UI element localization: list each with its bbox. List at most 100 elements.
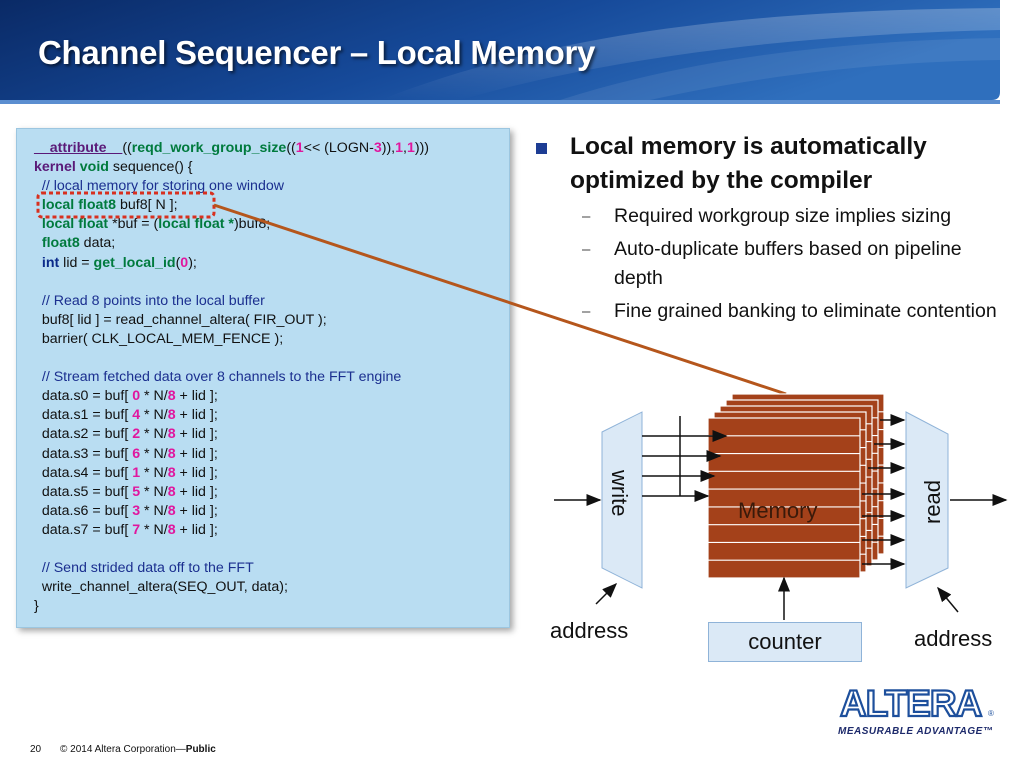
code-token: * N/ [140, 407, 168, 424]
page-number: 20 [30, 744, 42, 755]
code-token: 3 [373, 140, 382, 156]
code-line: data.s4 = buf[ 1 * N/8 + lid ]; [34, 464, 429, 483]
code-line: barrier( CLK_LOCAL_MEM_FENCE ); [34, 330, 429, 349]
code-token: float8 [78, 197, 117, 214]
code-token: float8 [41, 235, 80, 252]
dash-bullet-icon: – [582, 208, 591, 225]
address-label-right: address [914, 626, 993, 651]
code-token: // local memory for storing one window [41, 178, 284, 195]
pointer-line [213, 203, 787, 396]
code-line: // local memory for storing one window [34, 177, 429, 196]
code-token: 3 [132, 502, 141, 519]
copyright: © 2014 Altera Corporation— [60, 744, 186, 755]
code-token: 8 [167, 502, 176, 519]
code-line: __attribute__((reqd_work_group_size((1<<… [34, 139, 429, 158]
registered-mark: ® [988, 709, 994, 718]
code-token: reqd_work_group_size [131, 140, 287, 156]
code-line: local float8 buf8[ N ]; [34, 196, 429, 215]
counter-block: counter [708, 622, 862, 662]
code-line: // Read 8 points into the local buffer [34, 292, 429, 311]
address-label-left: address [550, 618, 629, 643]
logo-tagline: MEASURABLE ADVANTAGE™ [838, 726, 994, 737]
code-token: 8 [167, 407, 176, 424]
code-token: * N/ [140, 445, 168, 462]
code-line: data.s1 = buf[ 4 * N/8 + lid ]; [34, 406, 429, 425]
altera-logo: ALTERA ® [839, 682, 994, 724]
code-line: kernel void sequence() { [34, 158, 429, 177]
code-token: sequence() { [108, 159, 193, 176]
main-bullet: Local memory is automatically optimized … [534, 130, 1004, 198]
code-token: )), [381, 140, 396, 156]
sub-bullet-text: Required workgroup size implies sizing [614, 205, 952, 227]
code-token: float [78, 216, 109, 233]
copyright-text: © 2014 Altera Corporation—Public [60, 744, 216, 755]
address-right-arrow [937, 586, 959, 613]
memory-label: Memory [738, 498, 817, 523]
code-token: (( [286, 140, 296, 156]
sub-bullet: – Required workgroup size implies sizing [534, 202, 1004, 231]
code-token: write_channel_altera(SEQ_OUT, data); [34, 579, 288, 596]
code-listing: __attribute__((reqd_work_group_size((1<<… [34, 139, 429, 616]
code-line: } [34, 597, 429, 616]
read-mux [905, 411, 949, 589]
code-line: data.s7 = buf[ 7 * N/8 + lid ]; [34, 521, 429, 540]
code-token: 8 [167, 464, 176, 481]
code-token: // Stream fetched data over 8 channels t… [41, 369, 402, 386]
code-token: + lid ]; [175, 445, 218, 462]
code-token: } [34, 598, 39, 615]
main-bullet-text: Local memory is automatically optimized … [570, 133, 927, 194]
code-token: + lid ]; [175, 388, 218, 405]
code-line: // Send strided data off to the FFT [34, 559, 429, 578]
code-token: data.s2 = buf[ [34, 426, 133, 443]
sub-bullet: –Auto-duplicate buffers based on pipelin… [534, 235, 1004, 293]
code-token: << (LOGN- [303, 140, 374, 156]
code-token: local [41, 197, 75, 214]
code-token: data.s4 = buf[ [34, 464, 133, 481]
code-token: + lid ]; [175, 521, 218, 538]
code-token: * N/ [140, 502, 168, 519]
dash-bullet-icon: – [582, 241, 591, 258]
code-token: 1 [132, 464, 141, 481]
code-token: 4 [132, 407, 141, 424]
bullet-list: Local memory is automatically optimized … [534, 130, 1004, 326]
code-token: ))) [414, 140, 430, 156]
code-token: lid = [59, 254, 94, 271]
code-token: 8 [167, 426, 176, 443]
code-token: + lid ]; [175, 483, 218, 500]
code-token: data.s1 = buf[ [34, 407, 133, 424]
code-token: data.s0 = buf[ [34, 388, 133, 405]
code-token: buf8[ N ]; [116, 197, 178, 214]
code-line: write_channel_altera(SEQ_OUT, data); [34, 578, 429, 597]
code-line: data.s3 = buf[ 6 * N/8 + lid ]; [34, 445, 429, 464]
code-token: + lid ]; [175, 426, 218, 443]
code-line: data.s0 = buf[ 0 * N/8 + lid ]; [34, 387, 429, 406]
code-token: data.s3 = buf[ [34, 445, 133, 462]
code-line: data.s6 = buf[ 3 * N/8 + lid ]; [34, 502, 429, 521]
code-token: 8 [167, 445, 176, 462]
code-token: 8 [167, 483, 176, 500]
code-token: 0 [132, 388, 141, 405]
code-token: float * [194, 216, 234, 233]
code-token: buf8[ lid ] = read_channel_altera( FIR_O… [34, 311, 327, 328]
code-line: float8 data; [34, 234, 429, 253]
write-mux [601, 411, 643, 589]
sub-bullet: –Fine grained banking to eliminate conte… [534, 297, 1004, 326]
code-token: // Send strided data off to the FFT [41, 560, 254, 577]
title-banner [0, 0, 1024, 104]
address-left-arrow [595, 582, 618, 605]
slide-title: Channel Sequencer – Local Memory [38, 34, 596, 71]
code-token: local [41, 216, 75, 233]
square-bullet-icon [536, 143, 547, 154]
code-token: 2 [132, 426, 141, 443]
code-token: 6 [132, 445, 141, 462]
code-token: void [79, 159, 109, 176]
code-line: int lid = get_local_id(0); [34, 254, 429, 273]
code-token: 1 [395, 140, 404, 156]
code-token: 0 [180, 254, 189, 271]
code-token: 8 [167, 388, 176, 405]
code-token: local [158, 216, 191, 233]
code-token: * N/ [140, 521, 168, 538]
code-token: * N/ [140, 426, 168, 443]
code-token: 1 [295, 140, 304, 156]
